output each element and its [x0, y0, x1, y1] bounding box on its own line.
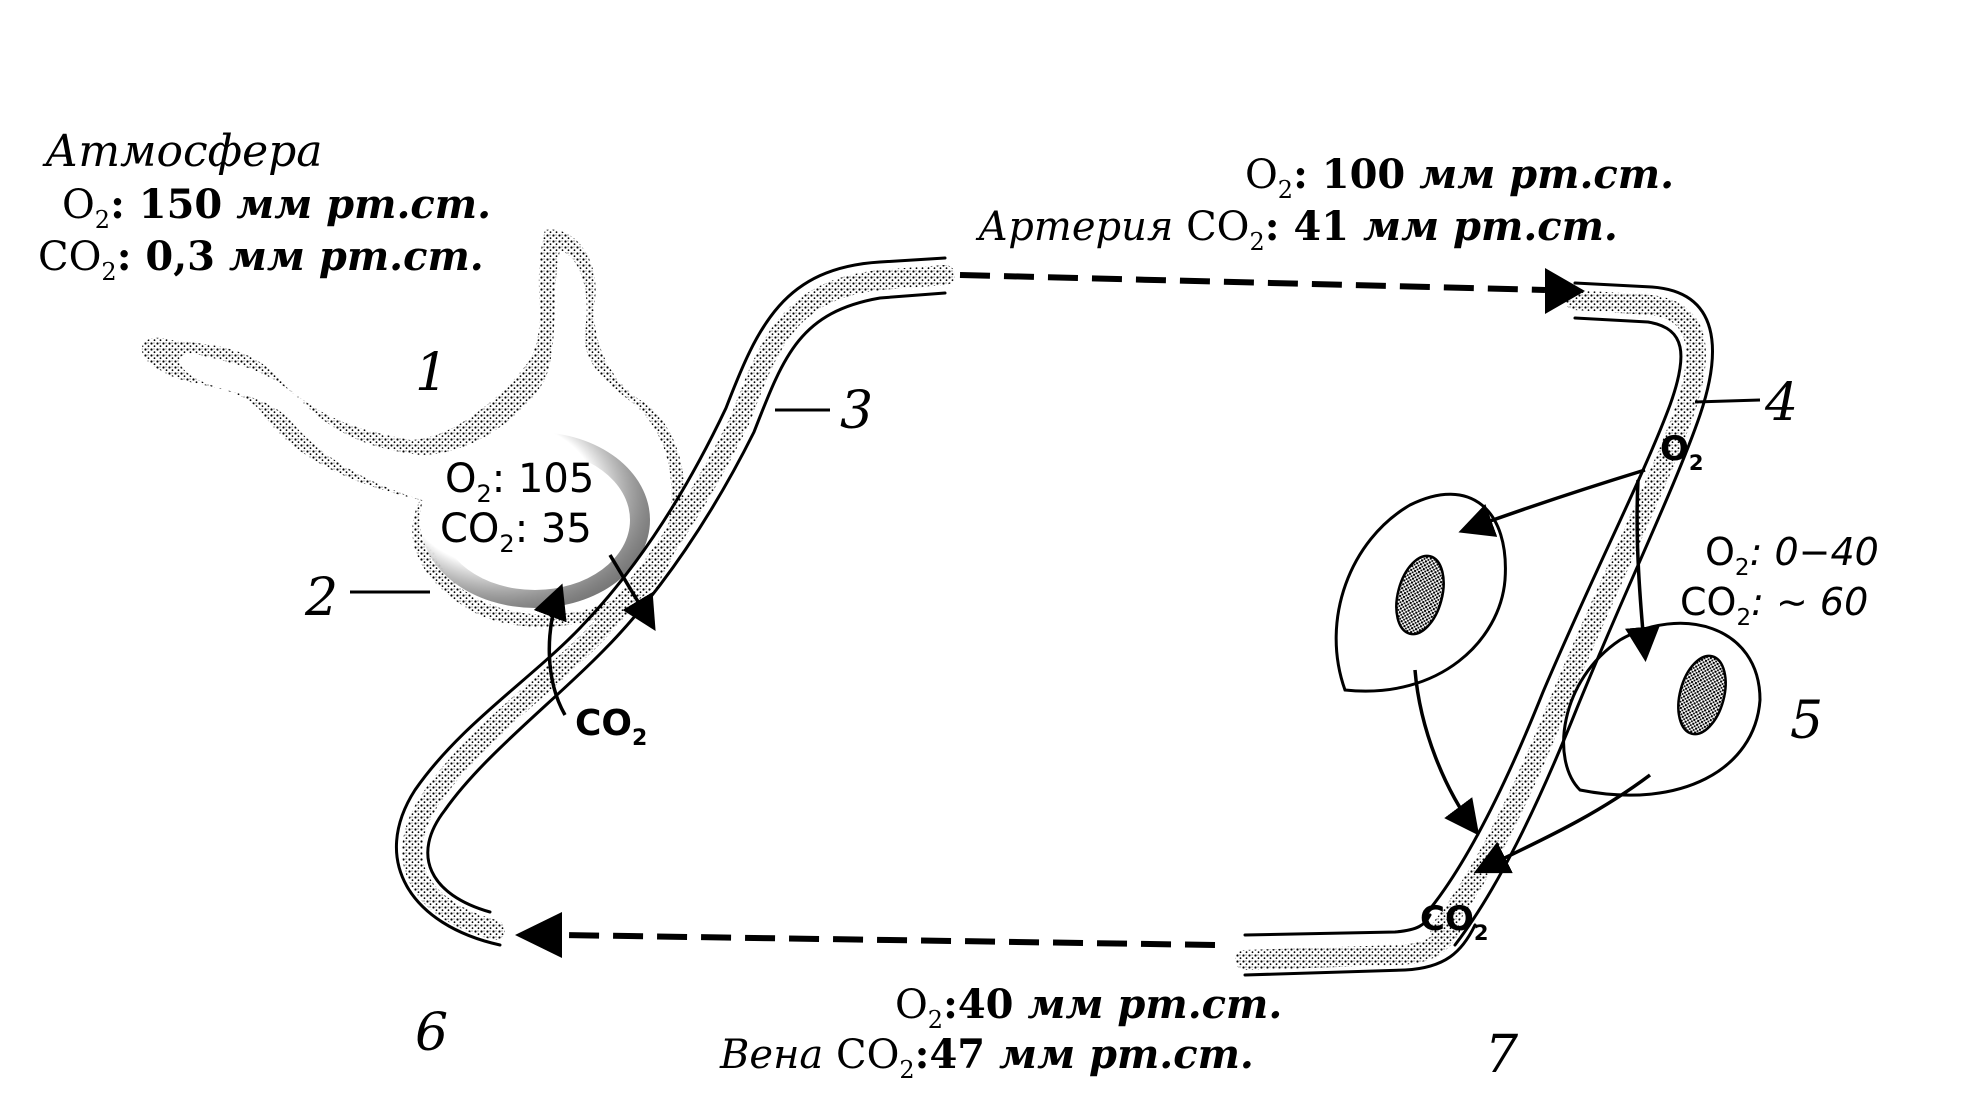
vein-label: O2:40 мм рт.ст. Вена CO2:47 мм рт.ст.: [719, 981, 1282, 1084]
pulmonary-vessel-inner: [426, 291, 947, 914]
pulmonary-vessel-wall: [402, 265, 955, 940]
marker-5: 5: [1790, 691, 1823, 751]
tissue-values: O2: 0−40 CO2: ∼ 60 O2 CO2: [1420, 429, 1879, 945]
tissue-o2-arrow-upper: [1458, 468, 1646, 537]
marker-7: 7: [1485, 1025, 1519, 1085]
tissue-co2-value: CO2: ∼ 60: [1680, 580, 1868, 631]
venous-flow-arrowhead: [515, 912, 562, 958]
arterial-flow-arrow: [959, 272, 1546, 293]
tissue-o2-arrow-lower: [1625, 479, 1660, 662]
artery-label: O2: 100 мм рт.ст. Артерия CO2: 41 мм рт.…: [975, 151, 1674, 256]
tissue-co2-arrow-lower: [1473, 773, 1652, 874]
tissue-cell-lower: [1562, 621, 1762, 797]
tissue-o2-release-label: O2: [1660, 429, 1704, 475]
vein-bottom-wall: [1235, 920, 1460, 970]
cell-nucleus-upper: [1395, 554, 1445, 636]
tissue-co2-arrow-upper: [1413, 669, 1480, 836]
alveolus-co2-exchange-label: CO2: [575, 703, 647, 751]
artery-corner-outer: [1453, 281, 1714, 947]
vein-bottom-outer: [1243, 923, 1477, 977]
artery-o2-line: O2: 100 мм рт.ст.: [1245, 151, 1674, 204]
atmosphere-o2-line: O2: 150 мм рт.ст.: [62, 181, 491, 234]
alveolus-co2-arrow: [533, 583, 567, 716]
marker-3: 3: [840, 381, 873, 441]
leader-4: [1694, 398, 1761, 404]
artery-corner-wall: [1430, 290, 1706, 940]
vein-bottom-inner: [1243, 913, 1432, 937]
tissue-o2-value: O2: 0−40: [1705, 530, 1879, 581]
cell-nucleus-lower: [1677, 654, 1727, 736]
venous-flow-arrow: [559, 932, 1216, 948]
vein-o2-line: O2:40 мм рт.ст.: [895, 981, 1282, 1034]
marker-1: 1: [415, 343, 448, 403]
pulmonary-vessel-outer: [395, 256, 947, 947]
marker-4: 4: [1764, 373, 1798, 433]
vein-co2-line: Вена CO2:47 мм рт.ст.: [719, 1031, 1254, 1084]
artery-corner-inner: [1423, 316, 1683, 917]
alveolus-o2-value: O2: 105: [445, 456, 594, 508]
arterial-flow-arrowhead: [1545, 268, 1585, 314]
atmosphere-co2-line: CO2: 0,3 мм рт.ст.: [38, 233, 484, 286]
atmosphere-title: Атмосфера: [42, 126, 323, 177]
alveolus-co2-value: CO2: 35: [440, 506, 592, 558]
artery-co2-line: Артерия CO2: 41 мм рт.ст.: [975, 203, 1618, 256]
lung-airway: [141, 229, 685, 627]
alveolus-values: O2: 105 CO2: 35 CO2: [440, 456, 647, 751]
marker-2: 2: [304, 568, 338, 628]
alveolus-o2-arrow: [608, 554, 656, 632]
atmosphere-label: Атмосфера O2: 150 мм рт.ст. CO2: 0,3 мм …: [38, 126, 491, 286]
tissue-co2-uptake-label: CO2: [1420, 899, 1488, 945]
marker-6: 6: [415, 1003, 448, 1063]
